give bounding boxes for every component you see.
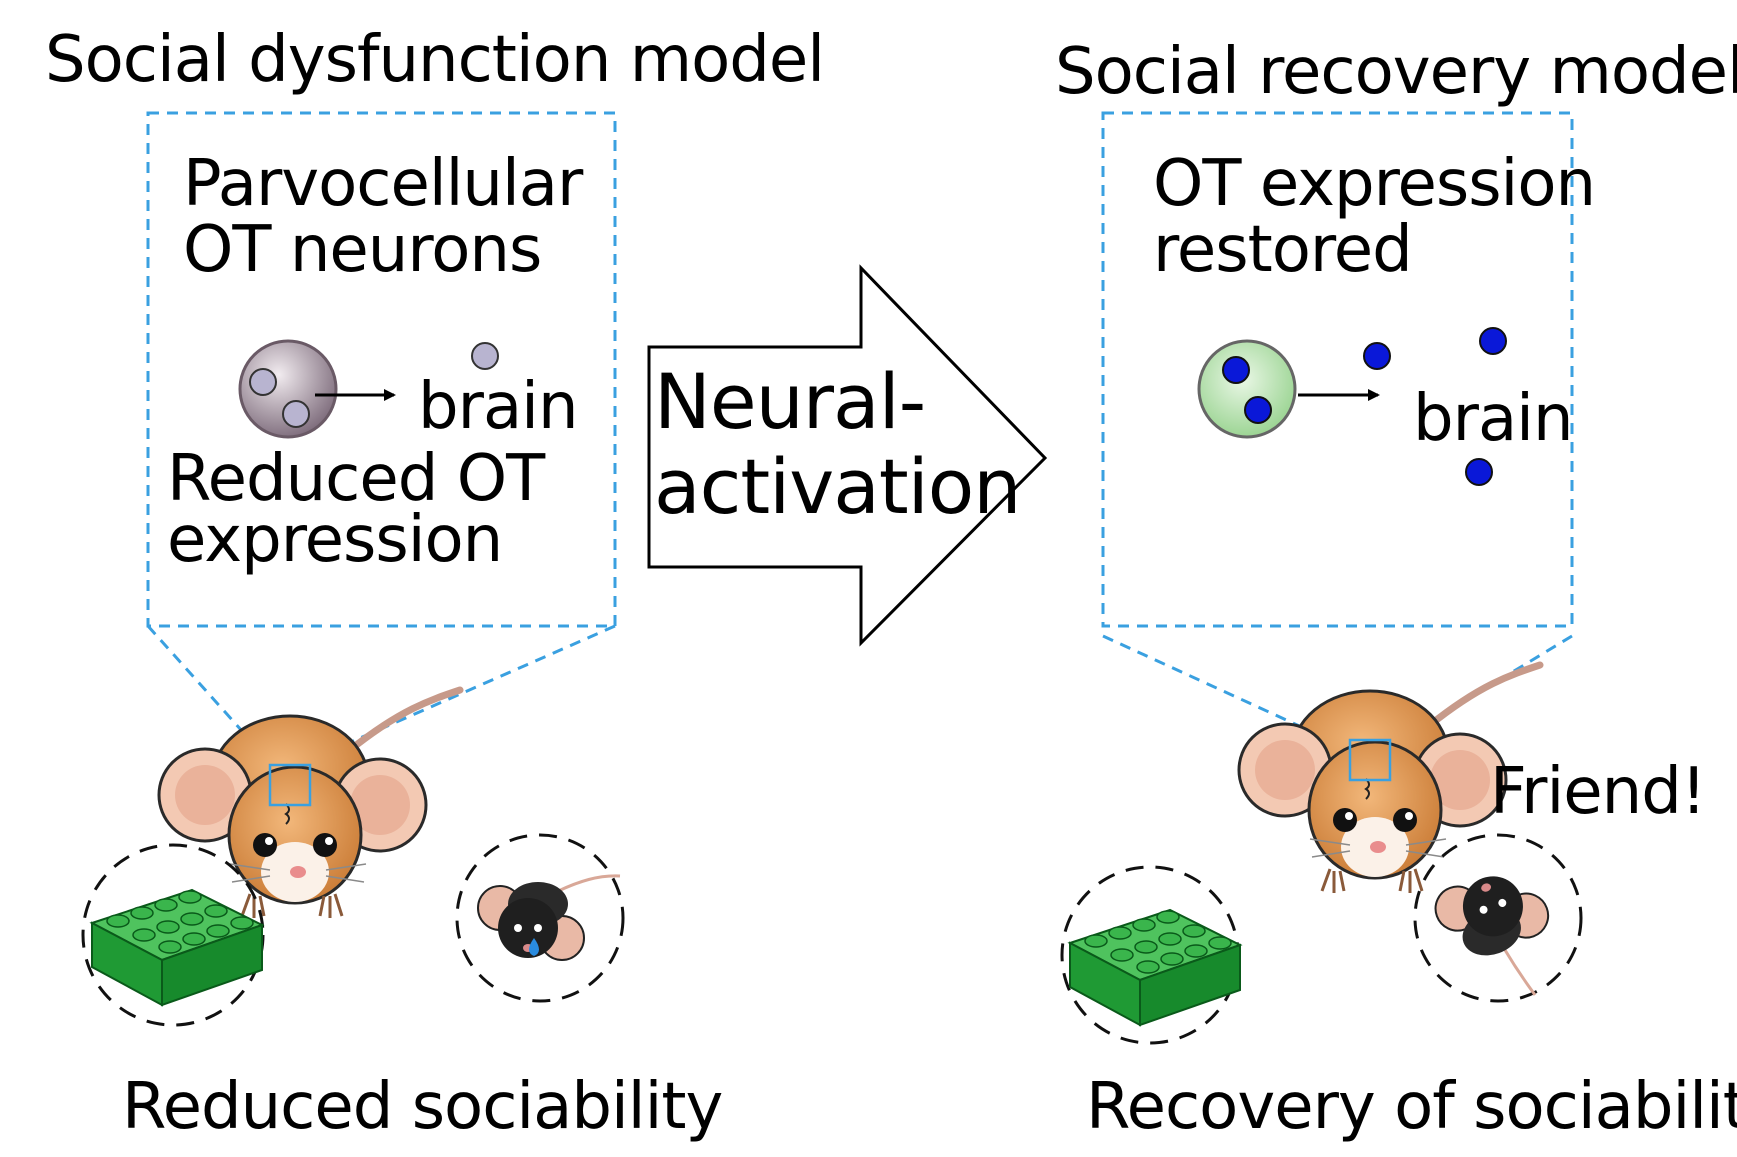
- friend-circle: [1413, 833, 1583, 1003]
- restored-neuron: [1197, 339, 1297, 439]
- right-panel-title: Social recovery model: [1055, 35, 1737, 109]
- reduced-neuron: [238, 339, 338, 439]
- reduced-vesicle-released: [471, 342, 499, 370]
- right-brain-label: brain: [1413, 382, 1573, 456]
- restored-vesicle: [1244, 396, 1272, 424]
- left-caption: Reduced sociability: [122, 1070, 723, 1144]
- left-zoom-line-right: [309, 624, 616, 762]
- right-zoom-line-left: [1102, 634, 1331, 742]
- friend-speech: Friend!: [1490, 755, 1706, 829]
- restored-vesicle: [1222, 356, 1250, 384]
- right-box-line1: OT expression: [1153, 147, 1596, 221]
- left-zoom-box: [146, 111, 617, 628]
- left-box-line1: Parvocellular: [183, 147, 583, 221]
- black-mouse-tail: [1503, 949, 1537, 996]
- reduced-expression-line2: expression: [167, 503, 503, 577]
- brain-region-marker: [1348, 738, 1392, 782]
- black-mouse-icon: [1428, 858, 1557, 970]
- left-panel-title: Social dysfunction model: [45, 23, 825, 97]
- lego-brick-icon: [91, 889, 263, 1006]
- tear-icon: [529, 938, 539, 956]
- reduced-vesicle: [282, 400, 310, 428]
- arrow-label-line1: Neural-: [654, 357, 926, 446]
- left-zoom-line-left: [146, 624, 270, 762]
- right-box-line2: restored: [1153, 213, 1413, 287]
- stranger-circle: [455, 833, 625, 1003]
- left-box-line2: OT neurons: [183, 213, 542, 287]
- restored-vesicle-released: [1479, 327, 1507, 355]
- lego-brick-icon: [1069, 909, 1241, 1026]
- arrow-label-line2: activation: [654, 442, 1021, 531]
- lego-circle: [81, 843, 265, 1027]
- reduced-expression-line1: Reduced OT: [167, 442, 545, 516]
- right-zoom-box: [1101, 111, 1574, 628]
- brain-region-marker: [268, 763, 312, 807]
- restored-vesicle-released: [1363, 342, 1391, 370]
- right-caption: Recovery of sociability: [1086, 1070, 1737, 1144]
- reduced-vesicle: [249, 368, 277, 396]
- neural-activation-arrow: [647, 264, 1048, 647]
- left-brain-label: brain: [418, 370, 578, 444]
- restored-vesicle-released: [1465, 458, 1493, 486]
